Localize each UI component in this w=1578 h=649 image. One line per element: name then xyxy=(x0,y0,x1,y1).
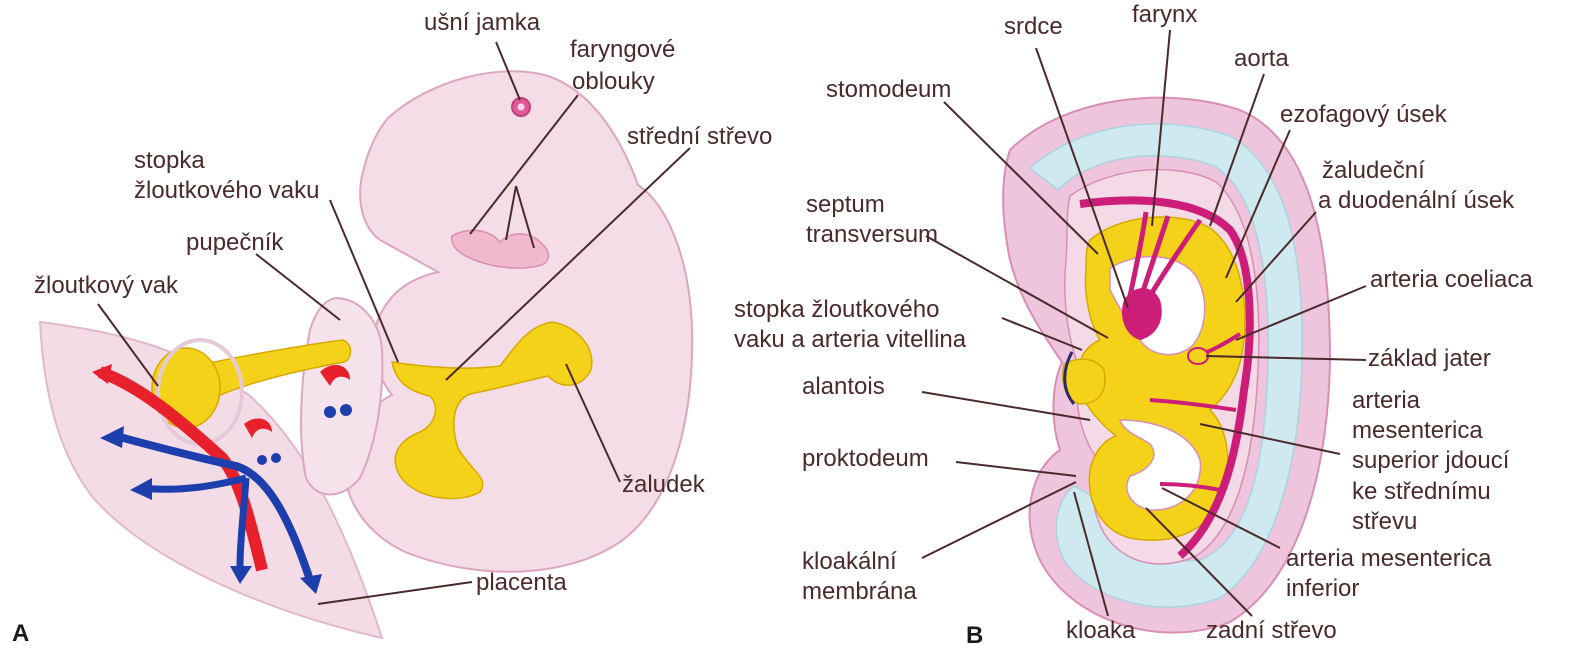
label-alantois: alantois xyxy=(802,373,885,400)
label-stredni-strevo: střední střevo xyxy=(627,123,772,150)
panel-b-illustration xyxy=(1003,98,1330,633)
label-msup-line3: superior jdoucí xyxy=(1352,447,1510,474)
label-zadni-strevo: zadní střevo xyxy=(1206,617,1337,644)
liver-bud xyxy=(1188,348,1208,364)
label-zaludecni-line1: žaludeční xyxy=(1322,157,1425,184)
label-stopka-b-line1: stopka žloutkového xyxy=(734,296,939,323)
label-msup-line4: ke střednímu xyxy=(1352,478,1491,505)
label-msup-line2: mesenterica xyxy=(1352,417,1483,444)
label-kloakalni-line1: kloakální xyxy=(802,548,897,575)
label-zaludecni-line2: a duodenální úsek xyxy=(1318,187,1515,214)
label-aorta: aorta xyxy=(1234,45,1289,72)
label-minf-line2: inferior xyxy=(1286,575,1359,602)
panel-letter-a: A xyxy=(12,620,29,647)
label-ezofagovy-usek: ezofagový úsek xyxy=(1280,101,1448,128)
label-minf-line1: arteria mesenterica xyxy=(1286,545,1492,572)
label-placenta: placenta xyxy=(476,569,567,596)
label-stopka-line2: žloutkového vaku xyxy=(134,177,319,204)
panel-letter-b: B xyxy=(966,622,983,649)
label-faryngove-oblouky-line2: oblouky xyxy=(572,68,655,95)
label-msup-line1: arteria xyxy=(1352,387,1421,414)
label-stomodeum: stomodeum xyxy=(826,76,951,103)
label-septum-line1: septum xyxy=(806,191,885,218)
label-arteria-coeliaca: arteria coeliaca xyxy=(1370,266,1533,293)
label-pupecnik: pupečník xyxy=(186,229,284,256)
label-farynx: farynx xyxy=(1132,1,1197,28)
label-proktodeum: proktodeum xyxy=(802,445,929,472)
label-msup-line5: střevu xyxy=(1352,508,1417,535)
label-zloutkovy-vak: žloutkový vak xyxy=(34,272,179,299)
label-kloakalni-line2: membrána xyxy=(802,578,917,605)
label-stopka-b-line2: vaku a arteria vitellina xyxy=(734,326,967,353)
label-faryngove-oblouky-line1: faryngové xyxy=(570,36,675,63)
label-kloaka: kloaka xyxy=(1066,617,1136,644)
label-srdce: srdce xyxy=(1004,13,1063,40)
label-zaklad-jater: základ jater xyxy=(1368,345,1491,372)
label-zaludek: žaludek xyxy=(622,471,706,498)
label-septum-line2: transversum xyxy=(806,221,938,248)
label-stopka-line1: stopka xyxy=(134,147,205,174)
label-usni-jamka: ušní jamka xyxy=(424,9,541,36)
